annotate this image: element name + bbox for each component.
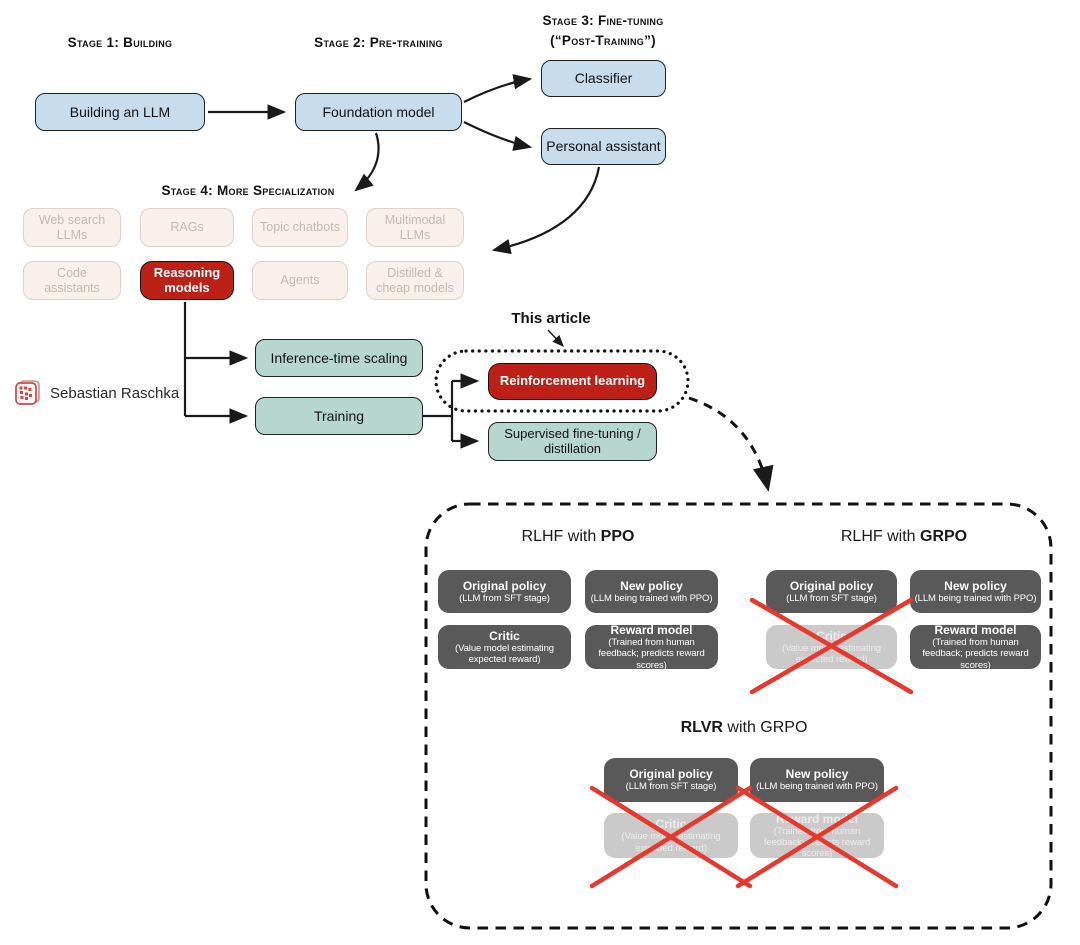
card-rlvr-reward-model-removed: Reward model (Trained from human feedbac… (750, 811, 884, 860)
card-ppo-reward-model: Reward model (Trained from human feedbac… (585, 623, 718, 671)
arrow-this-article (547, 329, 564, 348)
card-subtitle: (Value model estimating expected reward) (621, 831, 721, 854)
title-pre: RLHF with (521, 528, 601, 545)
card-rlvr-original-policy: Original policy (LLM from SFT stage) (604, 758, 738, 802)
card-subtitle: (Value model estimating expected reward) (455, 642, 554, 666)
node-reasoning-models: Reasoning models (140, 261, 234, 300)
raschka-logo-icon (15, 380, 40, 405)
stage3-label-line1: Stage 3: Fine-tuning (542, 13, 664, 28)
node-distilled-cheap-models: Distilled & cheap models (366, 261, 464, 300)
node-code-assistants: Code assistants (23, 261, 121, 300)
stage1-label: Stage 1: Building (67, 35, 173, 50)
node-supervised-finetuning: Supervised fine-tuning / distillation (488, 422, 657, 461)
title-bold: GRPO (920, 528, 968, 545)
card-subtitle: (Trained from human feedback; predicts r… (763, 825, 871, 860)
stage3-label: Stage 3: Fine-tuning (“Post-Training”) (513, 11, 693, 50)
card-ppo-new-policy: New policy (LLM being trained with PPO) (585, 570, 718, 613)
node-agents: Agents (252, 261, 348, 300)
card-grpo-new-policy: New policy (LLM being trained with PPO) (910, 570, 1041, 613)
card-rlvr-new-policy: New policy (LLM being trained with PPO) (750, 758, 884, 802)
card-grpo-critic-removed: Critic (Value model estimating expected … (766, 625, 897, 669)
title-pre: RLHF with (840, 528, 920, 545)
dashed-arrow-to-panel (688, 396, 774, 492)
node-topic-chatbots: Topic chatbots (252, 208, 348, 247)
card-subtitle: (Trained from human feedback; predicts r… (598, 637, 705, 671)
card-subtitle: (LLM being trained with PPO) (914, 592, 1037, 604)
card-title: Original policy (629, 767, 713, 782)
card-subtitle: (Value model estimating expected reward) (782, 642, 881, 666)
arrow-foundation-to-assistant (463, 121, 533, 151)
card-title: Reward model (610, 623, 693, 638)
card-title: Critic (816, 628, 847, 643)
node-classifier: Classifier (541, 60, 666, 97)
stage4-label: Stage 4: More Specialization (161, 183, 335, 198)
card-subtitle: (LLM from SFT stage) (459, 592, 550, 604)
author-name: Sebastian Raschka (50, 384, 180, 402)
card-title: Critic (489, 628, 520, 643)
this-article-label: This article (511, 310, 591, 327)
card-title: New policy (785, 767, 849, 782)
card-title: New policy (620, 578, 683, 593)
node-reinforcement-learning: Reinforcement learning (488, 363, 657, 400)
section-title-rlhf-ppo: RLHF with PPO (478, 528, 678, 546)
title-bold: RLVR (680, 719, 723, 736)
title-bold: PPO (600, 528, 635, 545)
node-rags: RAGs (140, 208, 234, 247)
node-inference-time-scaling: Inference-time scaling (255, 339, 423, 377)
section-title-rlvr-grpo: RLVR with GRPO (644, 719, 844, 737)
panel-dashed-border (424, 502, 1053, 930)
card-subtitle: (LLM from SFT stage) (786, 592, 877, 604)
node-multimodal-llms: Multimodal LLMs (366, 208, 464, 247)
card-title: Reward model (775, 811, 859, 826)
section-title-rlhf-grpo: RLHF with GRPO (804, 528, 1004, 546)
stage2-label: Stage 2: Pre-training (314, 35, 443, 50)
arrow-foundation-to-classifier (463, 74, 533, 103)
card-ppo-critic: Critic (Value model estimating expected … (438, 625, 571, 669)
card-subtitle: (LLM being trained with PPO) (590, 592, 713, 604)
card-grpo-reward-model: Reward model (Trained from human feedbac… (910, 623, 1041, 671)
card-title: Reward model (934, 623, 1017, 638)
card-grpo-original-policy: Original policy (LLM from SFT stage) (766, 570, 897, 613)
node-web-search-llms: Web search LLMs (23, 208, 121, 247)
card-title: Original policy (789, 578, 874, 593)
card-rlvr-critic-removed: Critic (Value model estimating expected … (604, 813, 738, 858)
card-subtitle: (LLM from SFT stage) (625, 781, 717, 793)
node-building-an-llm: Building an LLM (35, 93, 205, 131)
line-training-branch (423, 381, 454, 441)
card-title: Critic (655, 817, 687, 832)
node-personal-assistant: Personal assistant (541, 128, 666, 165)
stage3-label-line2: (“Post-Training”) (550, 32, 656, 48)
arrow-assistant-to-stage4 (491, 166, 601, 255)
author-credit: Sebastian Raschka (13, 378, 179, 408)
card-title: New policy (944, 578, 1007, 593)
title-post: with GRPO (722, 719, 808, 736)
card-ppo-original-policy: Original policy (LLM from SFT stage) (438, 570, 571, 613)
card-subtitle: (LLM being trained with PPO) (756, 781, 878, 793)
card-subtitle: (Trained from human feedback; predicts r… (922, 637, 1029, 671)
node-foundation-model: Foundation model (295, 93, 462, 131)
node-training: Training (255, 397, 423, 435)
card-title: Original policy (462, 578, 547, 593)
